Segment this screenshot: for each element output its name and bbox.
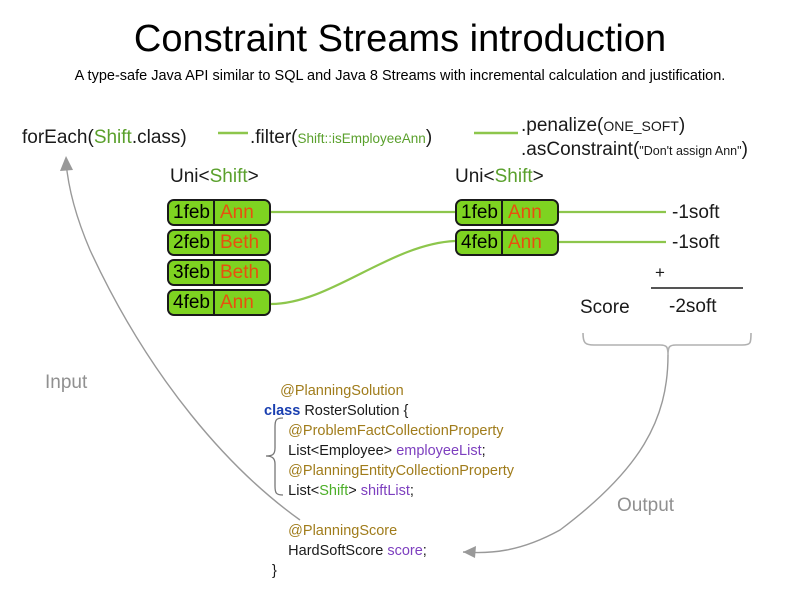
code-token: @PlanningScore (288, 523, 398, 539)
penalize-prefix: .penalize( (521, 115, 604, 136)
score-total: -2soft (669, 296, 717, 317)
code-token: @PlanningEntityCollectionProperty (288, 463, 515, 479)
as-constraint-prefix: .asConstraint( (521, 139, 640, 160)
penalize-arg: ONE_SOFT (603, 118, 679, 134)
filter-expression: .filter(Shift::isEmployeeAnn) (250, 127, 432, 149)
right-stream-type: Shift (494, 166, 533, 187)
code-token: @PlanningSolution (280, 383, 404, 399)
foreach-expression: forEach(Shift.class) (22, 127, 187, 149)
left-stream-prefix: Uni< (170, 166, 210, 187)
code-token (264, 463, 288, 479)
code-token: Shift (319, 483, 349, 499)
left-shift-card-employee: Beth (214, 261, 269, 284)
code-token: > (348, 483, 361, 499)
penalty-label-1: -1soft (672, 202, 720, 223)
filter-arg: Shift::isEmployeeAnn (297, 131, 426, 146)
code-token: RosterSolution { (300, 403, 409, 419)
right-stream-suffix: > (532, 166, 544, 187)
code-token: @ProblemFactCollectionProperty (288, 423, 504, 439)
code-line (264, 501, 514, 521)
code-token (264, 383, 280, 399)
code-token: ; (409, 483, 414, 499)
penalty-label-2: -1soft (672, 232, 720, 253)
left-shift-card-date: 2feb (169, 231, 215, 254)
as-constraint-expression: .asConstraint("Don't assign Ann") (521, 139, 748, 161)
score-operator: + (655, 263, 665, 282)
as-constraint-arg: "Don't assign Ann" (639, 144, 742, 158)
score-label: Score (580, 297, 630, 318)
filter-suffix: ) (425, 127, 433, 148)
code-token: employeeList (396, 443, 482, 459)
right-stream-prefix: Uni< (455, 166, 495, 187)
penalize-suffix: ) (678, 115, 686, 136)
filter-prefix: .filter( (250, 127, 298, 148)
foreach-prefix: forEach( (22, 127, 94, 148)
code-line: List<Employee> employeeList; (264, 441, 514, 461)
code-line: HardSoftScore score; (264, 541, 514, 561)
left-shift-card-employee: Ann (214, 291, 269, 314)
page-subtitle: A type-safe Java API similar to SQL and … (74, 68, 726, 84)
page-title: Constraint Streams introduction (133, 18, 667, 60)
right-stream-header: Uni<Shift> (455, 166, 544, 188)
code-line: List<Shift> shiftList; (264, 481, 514, 501)
right-shift-card-date: 1feb (457, 201, 503, 224)
code-token: } (264, 563, 277, 579)
left-shift-card-date: 4feb (169, 291, 215, 314)
foreach-type: Shift (93, 127, 132, 148)
left-stream-suffix: > (247, 166, 259, 187)
right-shift-card-employee: Ann (502, 201, 557, 224)
code-line: @PlanningScore (264, 521, 514, 541)
code-token: score (387, 543, 423, 559)
penalize-expression: .penalize(ONE_SOFT) (521, 115, 685, 137)
code-line: @PlanningEntityCollectionProperty (264, 461, 514, 481)
code-token: List<Employee> (264, 443, 397, 459)
code-token: ; (481, 443, 486, 459)
code-token: class (264, 403, 301, 419)
left-shift-card-employee: Ann (214, 201, 269, 224)
code-token: List< (264, 483, 320, 499)
right-shift-card-date: 4feb (457, 231, 503, 254)
left-stream-header: Uni<Shift> (170, 166, 259, 188)
right-shift-card-employee: Ann (502, 231, 557, 254)
foreach-suffix: .class) (131, 127, 187, 148)
code-token: HardSoftScore (264, 543, 388, 559)
input-label: Input (45, 372, 88, 393)
left-stream-type: Shift (209, 166, 248, 187)
code-line: @PlanningSolution (264, 381, 514, 401)
code-line: class RosterSolution { (264, 401, 514, 421)
code-token (264, 423, 288, 439)
left-shift-card-employee: Beth (214, 231, 269, 254)
left-shift-card-date: 3feb (169, 261, 215, 284)
score-divider-rule (651, 287, 743, 289)
code-line: @ProblemFactCollectionProperty (264, 421, 514, 441)
code-token: shiftList (360, 483, 410, 499)
as-constraint-suffix: ) (741, 139, 748, 160)
code-token (264, 523, 288, 539)
code-line: } (264, 561, 514, 581)
code-token: ; (422, 543, 427, 559)
left-shift-card-date: 1feb (169, 201, 215, 224)
output-label: Output (617, 495, 675, 516)
